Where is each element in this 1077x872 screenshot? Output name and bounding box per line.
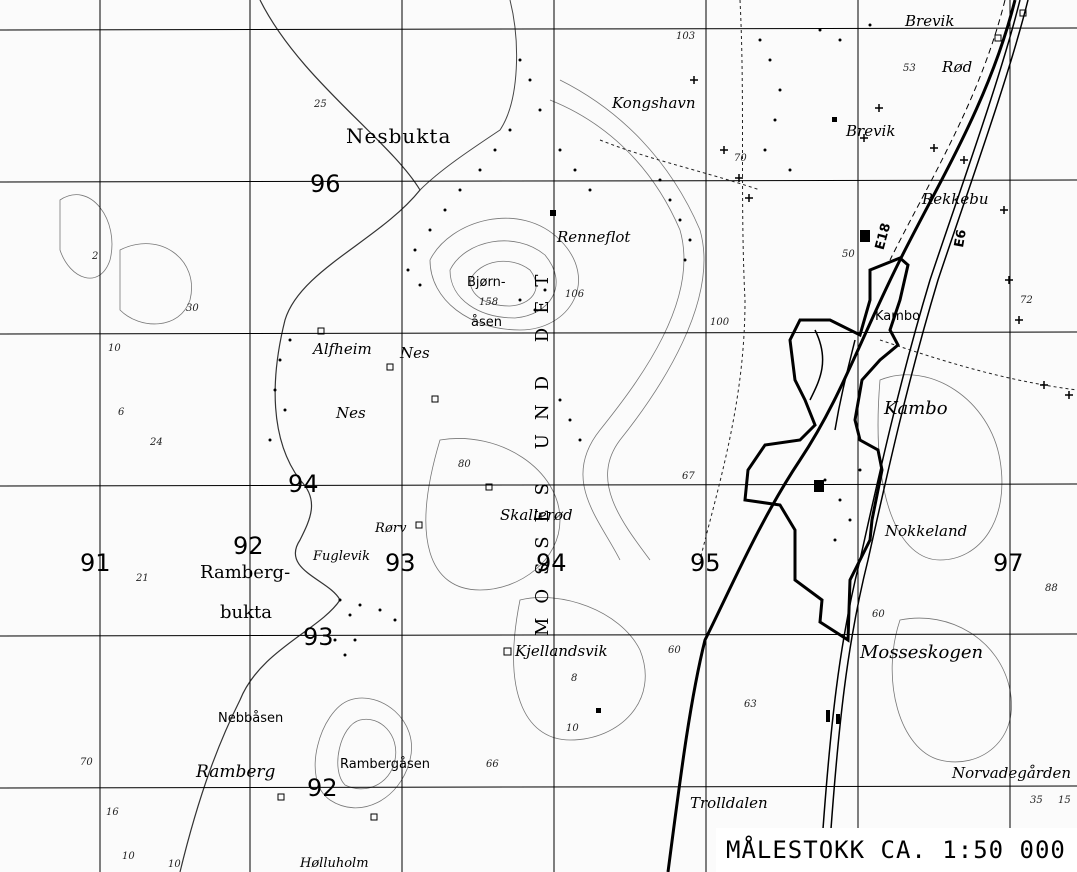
place-mosseskogen: Mosseskogen — [860, 642, 984, 663]
place-skallerod: Skallerød — [500, 506, 573, 524]
grid-number-91: 91 — [80, 549, 111, 577]
buildings — [550, 117, 870, 724]
elevation-label: 70 — [80, 757, 93, 768]
grid-number-93: 93 — [385, 549, 416, 577]
elevation-label: 103 — [676, 31, 696, 42]
minor-roads — [599, 0, 1077, 561]
elevation-label: 2 — [92, 251, 99, 262]
place-holluholm: Hølluholm — [300, 856, 369, 871]
place-ramberg: Ramberg — [196, 762, 276, 782]
grid-number-94: 94 — [536, 549, 567, 577]
elevation-label: 66 — [486, 759, 499, 770]
grid-number-92-bottom: 92 — [307, 774, 338, 802]
place-brevik-top: Brevik — [905, 12, 955, 30]
elevation-label: 70 — [734, 153, 747, 164]
elevation-label: 60 — [668, 645, 681, 656]
grid-number-94-left: 94 — [288, 470, 319, 498]
place-rore: Rørv — [375, 521, 407, 536]
grid-number-96: 96 — [310, 170, 341, 198]
place-nes-small: Nes — [400, 344, 430, 362]
place-nes: Nes — [336, 404, 366, 422]
place-nebbasen: Nebbåsen — [218, 711, 284, 726]
place-ramberg-bukta-1: Ramberg- — [200, 562, 291, 583]
elevation-label: 60 — [872, 609, 885, 620]
road-e6 — [819, 0, 1029, 872]
elevation-label: 63 — [744, 699, 757, 710]
place-nesbukta: Nesbukta — [346, 124, 452, 148]
elevation-label: 21 — [136, 573, 149, 584]
place-trolldalen: Trolldalen — [690, 794, 768, 812]
elevation-label: 53 — [903, 63, 916, 74]
elevation-label: 25 — [314, 99, 327, 110]
kambo-boundary — [743, 256, 910, 643]
building-outlines — [277, 9, 1027, 821]
place-rod: Rød — [942, 58, 973, 76]
place-norvadegarden: Norvadegården — [952, 764, 1072, 782]
place-bjorn: Bjørn- — [467, 275, 506, 290]
elevation-label: 10 — [108, 343, 121, 354]
place-kongshavn: Kongshavn — [612, 94, 696, 112]
place-nokkeland: Nokkeland — [885, 522, 968, 540]
elevation-label: 88 — [1045, 583, 1058, 594]
road-label-e6: E6 — [952, 228, 970, 249]
place-asen: åsen — [471, 315, 502, 330]
elevation-label: 67 — [682, 471, 695, 482]
elevation-label: 6 — [118, 407, 125, 418]
place-renneflot: Renneflot — [557, 228, 631, 246]
elevation-label: 35 — [1030, 795, 1043, 806]
contour-lines — [59, 79, 1012, 809]
grid-number-97: 97 — [993, 549, 1024, 577]
grid-number-95: 95 — [690, 549, 721, 577]
elevation-label: 24 — [150, 437, 163, 448]
place-kambo-upper: Kambo — [875, 309, 921, 324]
railway — [666, 0, 1017, 872]
elevation-label: 80 — [458, 459, 471, 470]
place-fuglevik: Fuglevik — [313, 549, 370, 564]
scale-box: MÅLESTOKK CA. 1:50 000 — [716, 828, 1077, 872]
place-kambo: Kambo — [884, 398, 948, 419]
place-rambergasen: Rambergåsen — [340, 757, 430, 772]
elevation-label: 16 — [106, 807, 119, 818]
elevation-label: 10 — [168, 859, 181, 870]
elevation-label: 15 — [1058, 795, 1071, 806]
place-alfheim: Alfheim — [313, 340, 372, 358]
settlement-dots — [268, 23, 872, 657]
water-name-vertical: MOSSES UND DET — [532, 260, 553, 636]
elevation-label: 158 — [479, 297, 499, 308]
coastline-inner — [419, 0, 518, 191]
elevation-label: 106 — [565, 289, 585, 300]
place-kjellandsvik: Kjellandsvik — [515, 642, 608, 660]
scale-label: MÅLESTOKK CA. 1:50 000 — [726, 836, 1066, 864]
boundary-crosses — [690, 76, 1073, 399]
place-brevik-mid: Brevik — [846, 122, 896, 140]
elevation-label: 72 — [1020, 295, 1033, 306]
place-ramberg-bukta-2: bukta — [220, 602, 272, 623]
elevation-label: 100 — [710, 317, 730, 328]
grid-number-93-left: 93 — [303, 623, 334, 651]
elevation-label: 10 — [566, 723, 579, 734]
place-rekkebu: Rekkebu — [922, 190, 989, 208]
elevation-label: 50 — [842, 249, 855, 260]
grid-number-92-left: 92 — [233, 532, 264, 560]
elevation-label: 10 — [122, 851, 135, 862]
elevation-label: 8 — [571, 673, 578, 684]
elevation-label: 30 — [186, 303, 199, 314]
